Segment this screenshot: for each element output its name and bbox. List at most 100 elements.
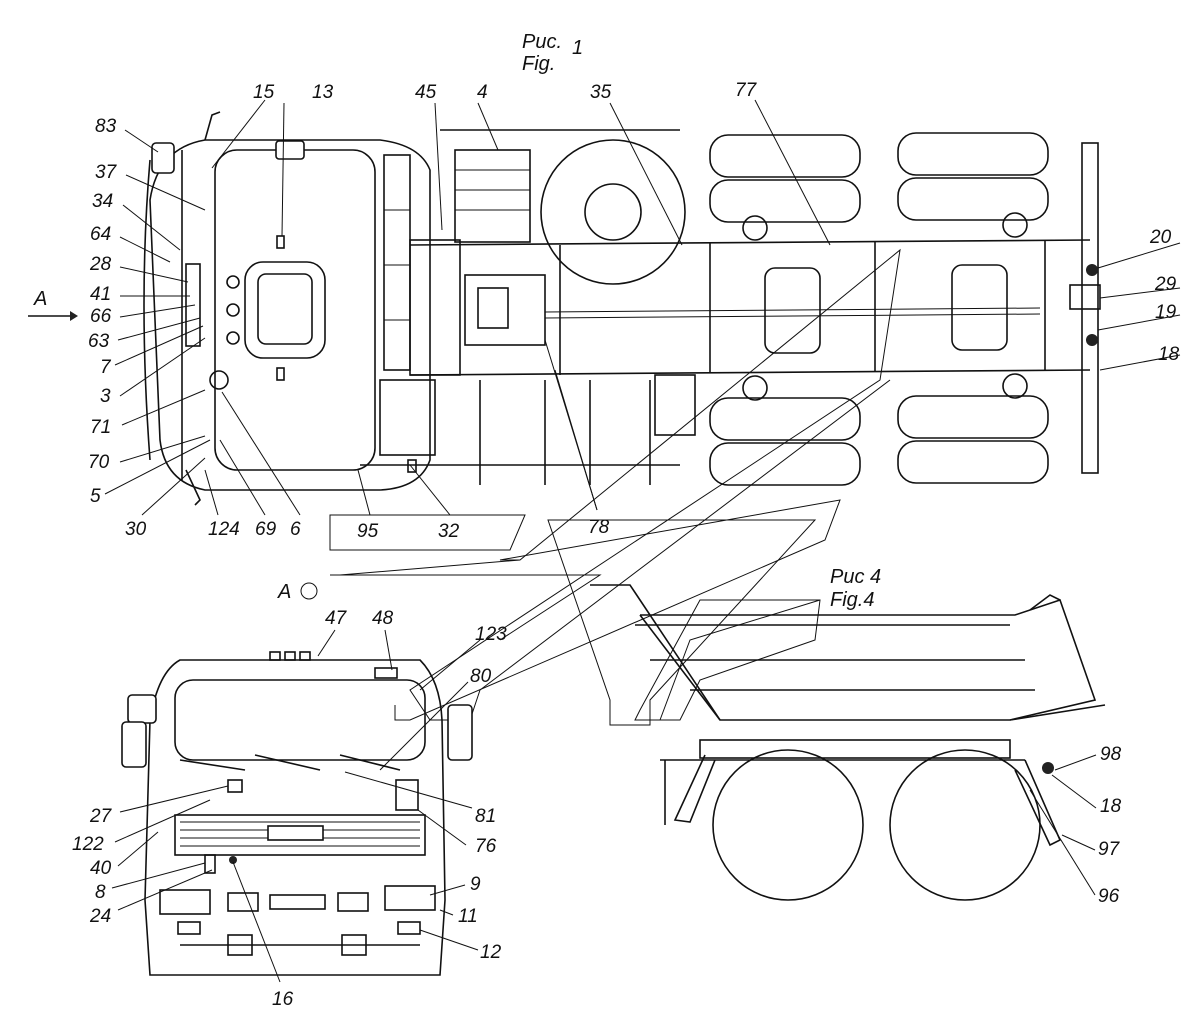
callout-18-side: 18	[1100, 796, 1122, 817]
air-tank	[379, 379, 436, 456]
roof-marker-rear	[276, 367, 285, 381]
roof-marker-right	[374, 667, 398, 679]
front-mirror-left	[121, 721, 147, 768]
rear-wheel-1	[712, 749, 864, 901]
subframe	[699, 739, 1011, 759]
callout-19: 19	[1155, 302, 1177, 323]
muffler	[654, 374, 696, 436]
callout-97: 97	[1098, 839, 1121, 860]
battery-box	[454, 149, 531, 243]
callout-40: 40	[90, 858, 112, 879]
callout-123: 123	[475, 624, 507, 645]
roof-marker-front	[276, 235, 285, 249]
callout-37: 37	[95, 162, 118, 183]
spare-wheel-hub	[584, 183, 642, 241]
callout-124: 124	[208, 519, 240, 540]
gearbox	[464, 274, 546, 346]
callout-7: 7	[100, 357, 112, 378]
callout-80: 80	[470, 666, 492, 687]
callout-11: 11	[458, 906, 478, 927]
engine-block	[409, 239, 461, 376]
callout-95: 95	[357, 521, 379, 542]
roof-hatch-inner	[257, 273, 313, 345]
callout-4: 4	[477, 82, 488, 103]
callout-64: 64	[90, 224, 111, 245]
callout-15: 15	[253, 82, 275, 103]
front-view-truck	[121, 651, 473, 976]
callout-29: 29	[1154, 274, 1177, 295]
callout-6: 6	[290, 519, 301, 540]
callout-27: 27	[89, 806, 113, 827]
callout-18-top: 18	[1158, 344, 1180, 365]
gearbox-detail	[477, 287, 509, 329]
callout-70: 70	[88, 452, 110, 473]
callout-122: 122	[72, 834, 104, 855]
callout-labels: 83 15 13 45 4 35 77 37 34 64 28 41 66 63…	[72, 80, 1180, 1010]
mirror-roof	[275, 140, 305, 160]
callout-69: 69	[255, 519, 277, 540]
callout-96: 96	[1098, 886, 1120, 907]
roof-hatch	[244, 261, 326, 359]
roof-light-1	[226, 275, 240, 289]
cab-front-outline	[144, 659, 446, 976]
front-mirror-right	[447, 704, 473, 761]
callout-66: 66	[90, 306, 112, 327]
tow-hook	[1069, 284, 1101, 310]
diff-rear-2	[951, 264, 1008, 351]
front-mirror-left-top	[127, 694, 157, 724]
callout-78: 78	[588, 517, 610, 538]
callout-98: 98	[1100, 744, 1122, 765]
callout-83: 83	[95, 116, 117, 137]
callout-12: 12	[480, 942, 502, 963]
callout-16: 16	[272, 989, 294, 1010]
diff-rear-1	[764, 267, 821, 354]
cab-outline	[149, 139, 431, 491]
callout-35: 35	[590, 82, 612, 103]
callout-63: 63	[88, 331, 110, 352]
frame-rail-top	[409, 239, 1091, 246]
callout-32: 32	[438, 521, 460, 542]
mirror-left	[151, 142, 175, 174]
callout-30: 30	[125, 519, 147, 540]
brand-badge	[267, 825, 324, 841]
antenna	[204, 111, 221, 141]
spare-wheel	[540, 139, 686, 285]
view-a-label: A	[277, 581, 291, 603]
rear-wheel-2	[889, 749, 1041, 901]
callout-77: 77	[735, 80, 758, 101]
front-bumper	[143, 159, 151, 461]
callout-45: 45	[415, 82, 437, 103]
connector-bands	[329, 248, 901, 726]
windshield	[174, 679, 426, 761]
dump-body	[590, 584, 1097, 721]
roof-light-2	[226, 303, 240, 317]
callout-48: 48	[372, 608, 394, 629]
headlight-right	[384, 885, 436, 911]
fig4-ru-label: Рис 4	[830, 566, 881, 588]
side-view-dump-truck	[590, 584, 1106, 901]
callout-71: 71	[90, 417, 111, 438]
callout-28: 28	[89, 254, 112, 275]
callout-81: 81	[475, 806, 496, 827]
callout-9: 9	[470, 874, 481, 895]
callout-5: 5	[90, 486, 101, 507]
callout-3: 3	[100, 386, 111, 407]
callout-8: 8	[95, 882, 106, 903]
headlight-corner	[209, 370, 229, 390]
rear-bumper	[1081, 142, 1099, 474]
fig1-ru-label: Рис.	[522, 31, 562, 53]
callout-76: 76	[475, 836, 497, 857]
top-view-truck	[143, 111, 1101, 506]
callout-24: 24	[89, 906, 111, 927]
headlight-left	[159, 889, 211, 915]
roof-light-3	[226, 331, 240, 345]
cab-rear-cover	[383, 154, 411, 371]
callout-47: 47	[325, 608, 348, 629]
view-a-marker	[300, 582, 318, 600]
fig1-en-label: Fig.	[522, 53, 555, 75]
fig4-en-label: Fig.4	[830, 589, 874, 611]
callout-34: 34	[92, 191, 113, 212]
step-bracket	[185, 469, 201, 506]
